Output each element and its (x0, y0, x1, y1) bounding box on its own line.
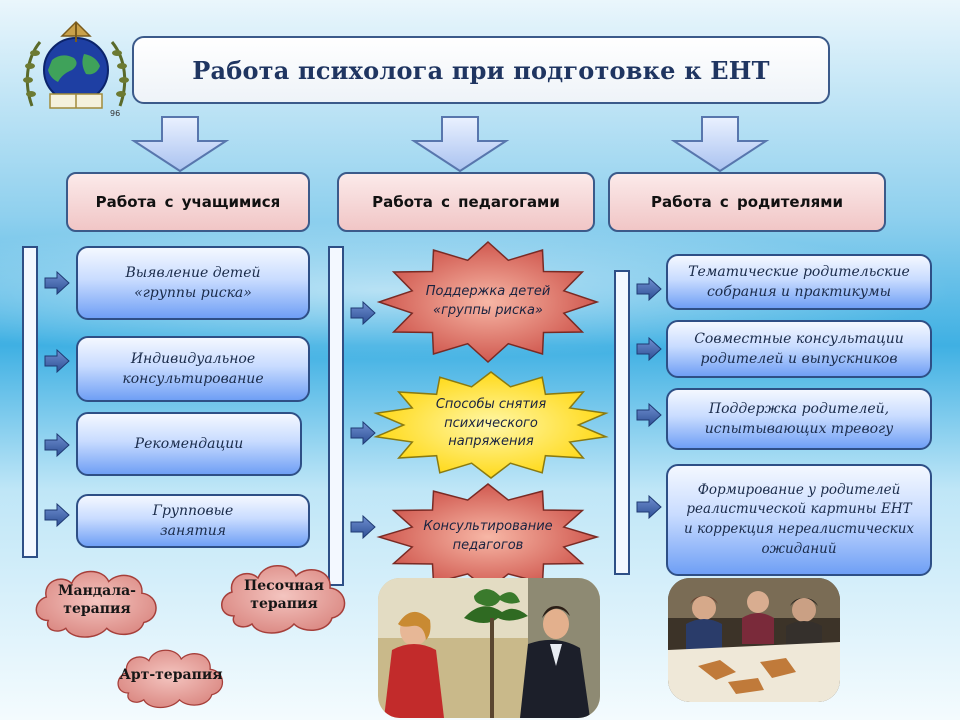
arrow-parents-2-icon (636, 336, 662, 362)
teachers-star-1-shape (376, 240, 600, 364)
students-item-1: Выявление детей «группы риска» (76, 246, 310, 320)
students-item-3: Рекомендации (76, 412, 302, 476)
logo-mark-text: 96 (110, 109, 120, 118)
down-arrow-teachers-icon (410, 116, 510, 173)
parents-item-4: Формирование у родителей реалистической … (666, 464, 932, 576)
page-title: Работа психолога при подготовке к ЕНТ (192, 55, 770, 85)
parents-item-3-label: Поддержка родителей, испытывающих тревог… (704, 400, 894, 437)
teachers-item-1: Поддержка детей «группы риска» (425, 284, 551, 318)
arrow-students-3-icon (44, 432, 70, 458)
header-parents-label: Работа с родителями (651, 193, 843, 211)
down-arrow-students-icon (130, 116, 230, 173)
students-item-2: Индивидуальное консультирование (76, 336, 310, 402)
bracket-teachers (328, 246, 344, 586)
students-item-1-label: Выявление детей «группы риска» (125, 264, 261, 301)
down-arrow-parents-icon (670, 116, 770, 173)
globe-ship-logo-icon: 96 (23, 20, 129, 118)
arrow-teachers-3-icon (350, 514, 376, 540)
students-item-4: Групповые занятия (76, 494, 310, 548)
students-item-4-label: Групповые занятия (152, 502, 234, 539)
title-box: Работа психолога при подготовке к ЕНТ (132, 36, 830, 104)
header-teachers-label: Работа с педагогами (372, 193, 560, 211)
header-students: Работа с учащимися (66, 172, 310, 232)
parents-item-1-label: Тематические родительские собрания и пра… (688, 263, 910, 300)
arrow-parents-3-icon (636, 402, 662, 428)
parents-item-4-label: Формирование у родителей реалистической … (683, 481, 915, 557)
header-teachers: Работа с педагогами (337, 172, 595, 232)
therapy-mandala: Мандала- терапия (58, 582, 136, 617)
parents-item-2: Совместные консультации родителей и выпу… (666, 320, 932, 378)
arrow-parents-4-icon (636, 494, 662, 520)
counselling-session-photo (378, 578, 600, 718)
bracket-parents (614, 270, 630, 575)
therapy-sand: Песочная терапия (244, 577, 324, 612)
parents-item-3: Поддержка родителей, испытывающих тревог… (666, 388, 932, 450)
parents-meeting-photo (668, 578, 840, 702)
parents-item-2-label: Совместные консультации родителей и выпу… (694, 330, 904, 367)
arrow-teachers-1-icon (350, 300, 376, 326)
arrow-students-1-icon (44, 270, 70, 296)
teachers-item-2: Способы снятия психического напряжения (435, 396, 547, 450)
arrow-parents-1-icon (636, 276, 662, 302)
header-parents: Работа с родителями (608, 172, 886, 232)
parents-item-1: Тематические родительские собрания и пра… (666, 254, 932, 310)
students-item-3-label: Рекомендации (134, 435, 244, 452)
arrow-students-2-icon (44, 348, 70, 374)
arrow-students-4-icon (44, 502, 70, 528)
students-item-2-label: Индивидуальное консультирование (122, 350, 264, 387)
teachers-item-3: Консультирование педагогов (423, 519, 553, 553)
bracket-students (22, 246, 38, 558)
teachers-star-2-shape (373, 371, 609, 479)
header-students-label: Работа с учащимися (95, 193, 281, 211)
therapy-art: Арт-терапия (119, 666, 223, 683)
